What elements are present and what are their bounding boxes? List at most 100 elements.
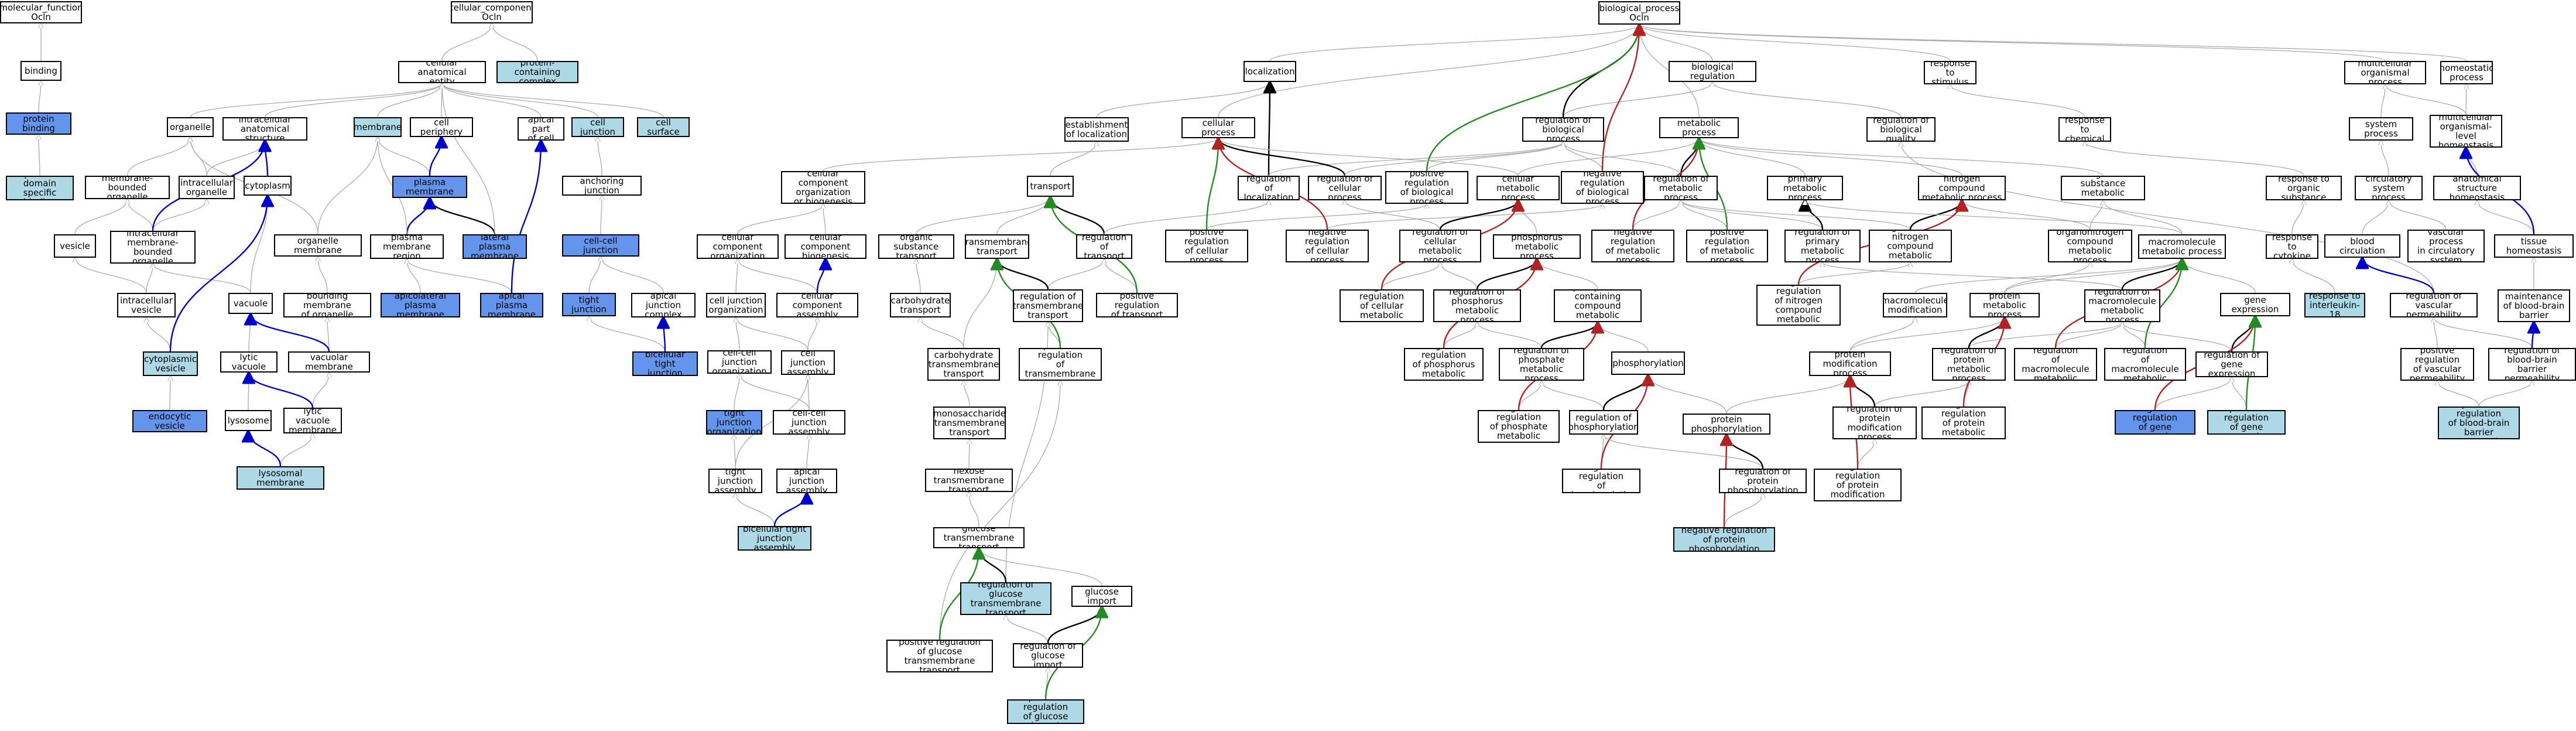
node-protbind[interactable]: protein binding xyxy=(6,112,71,135)
node-tja[interactable]: tight junction assembly xyxy=(708,469,762,493)
node-posreggeneexp[interactable]: positive regulation of gene expression xyxy=(2207,410,2286,435)
node-regprotphosph[interactable]: regulation of protein phosphorylation xyxy=(1719,469,1807,493)
node-regpmp[interactable]: regulation of primary metabolic process xyxy=(1784,230,1861,262)
node-posregtr[interactable]: positive regulation of transport xyxy=(1096,293,1178,317)
node-regprotmp[interactable]: regulation of protein metabolic process xyxy=(1932,348,2006,381)
node-mcoh[interactable]: multicellular organismal-level homeostas… xyxy=(2430,115,2502,148)
node-posregmp[interactable]: positive regulation of metabolic process xyxy=(1686,230,1768,262)
node-negregprotmp[interactable]: negative regulation of protein metabolic… xyxy=(1921,407,2006,439)
node-regloc[interactable]: regulation of localization xyxy=(1238,176,1300,200)
node-regncmp[interactable]: regulation of nitrogen compound metaboli… xyxy=(1869,230,1952,262)
node-btj[interactable]: bicellular tight junction xyxy=(632,351,698,376)
node-regvp[interactable]: regulation of vascular permeability xyxy=(2390,293,2478,317)
node-mmmod[interactable]: macromolecule modification xyxy=(1883,293,1947,317)
node-carbtmt[interactable]: carbohydrate transmembrane transport xyxy=(927,348,1000,381)
node-anchjunc[interactable]: anchoring junction xyxy=(562,176,642,196)
node-celljunc[interactable]: cell junction xyxy=(571,117,624,137)
node-osmp[interactable]: organic substance metabolic process xyxy=(2061,176,2145,200)
node-ost[interactable]: organic substance transport xyxy=(878,234,954,259)
node-mbbb[interactable]: maintenance of blood-brain barrier xyxy=(2498,289,2570,322)
node-regbp[interactable]: regulation of biological process xyxy=(1522,117,1604,142)
node-cmp[interactable]: cellular metabolic process xyxy=(1477,176,1560,200)
node-protphosph[interactable]: protein phosphorylation xyxy=(1683,414,1770,435)
node-negregcp[interactable]: negative regulation of cellular process xyxy=(1286,230,1369,262)
node-pmod[interactable]: protein modification process xyxy=(1809,351,1891,376)
node-apjcomplex[interactable]: apical junction complex xyxy=(631,293,696,317)
node-apicalpm[interactable]: apical plasma membrane xyxy=(480,293,543,317)
node-resil18[interactable]: response to interleukin-18 xyxy=(2304,293,2365,317)
node-regcp[interactable]: regulation of cellular process xyxy=(1308,176,1382,200)
node-tjo[interactable]: tight junction organization xyxy=(706,410,762,435)
node-posregglui[interactable]: positive regulation of glucose import xyxy=(1007,699,1084,724)
node-vpcs[interactable]: vascular process in circulatory system xyxy=(2407,230,2485,262)
node-cja[interactable]: cell junction assembly xyxy=(781,350,835,375)
node-negregprotphosph[interactable]: negative regulation of protein phosphory… xyxy=(1673,527,1775,552)
node-btja[interactable]: bicellular tight junction assembly xyxy=(738,526,811,551)
node-tmt[interactable]: transmembrane transport xyxy=(965,234,1029,259)
node-mstmt[interactable]: monosaccharide transmembrane transport xyxy=(933,407,1006,439)
node-rescyt[interactable]: response to cytokine xyxy=(2266,234,2318,259)
node-regcmp[interactable]: regulation of cellular metabolic process xyxy=(1399,230,1481,262)
node-reggeneexp[interactable]: regulation of gene expression xyxy=(2195,351,2268,377)
node-ccjunc[interactable]: cell-cell junction xyxy=(562,234,639,257)
node-regglutmt[interactable]: regulation of glucose transmembrane tran… xyxy=(960,582,1051,615)
node-cco[interactable]: cellular component organization xyxy=(697,234,779,259)
node-cjo[interactable]: cell junction organization xyxy=(706,293,766,317)
node-lysosome[interactable]: lysosome xyxy=(225,410,272,431)
node-regbbbp[interactable]: regulation of blood-brain barrier permea… xyxy=(2488,348,2576,381)
node-orgmem[interactable]: organelle membrane xyxy=(274,234,362,257)
node-vacuole[interactable]: vacuole xyxy=(228,293,273,314)
node-regphmp[interactable]: regulation of phosphorus metabolic proce… xyxy=(1433,289,1521,322)
node-vesicle[interactable]: vesicle xyxy=(54,234,96,258)
node-ccjo[interactable]: cell-cell junction organization xyxy=(707,350,772,374)
node-posregbp[interactable]: positive regulation of biological proces… xyxy=(1385,171,1468,204)
node-protmp[interactable]: protein metabolic process xyxy=(1969,293,2040,317)
node-pcc[interactable]: protein-containing complex xyxy=(496,61,578,83)
node-negregpmod[interactable]: negative regulation of protein modificat… xyxy=(1814,469,1902,501)
node-regbq[interactable]: regulation of biological quality xyxy=(1866,117,1936,142)
node-reschem[interactable]: response to chemical xyxy=(2058,117,2111,142)
node-negregphmp[interactable]: negative regulation of phosphorus metabo… xyxy=(1404,348,1484,381)
node-regpmod[interactable]: regulation of protein modification proce… xyxy=(1832,407,1917,439)
node-apicalpart[interactable]: apical part of cell xyxy=(518,117,564,141)
node-phosph[interactable]: phosphorylation xyxy=(1611,351,1685,375)
node-regphosph[interactable]: regulation of phosphorylation xyxy=(1569,410,1638,435)
node-regpcmp[interactable]: regulation of phosphate metabolic proces… xyxy=(1499,348,1584,381)
node-negregbp[interactable]: negative regulation of biological proces… xyxy=(1561,171,1644,204)
node-membrane[interactable]: membrane xyxy=(354,117,402,137)
node-mbo[interactable]: membrane-bounded organelle xyxy=(85,176,170,199)
node-ias[interactable]: intracellular anatomical structure xyxy=(222,117,307,141)
node-lvm[interactable]: lytic vacuole membrane xyxy=(283,408,342,433)
node-intves[interactable]: intracellular vesicle xyxy=(117,293,176,317)
node-regmmp[interactable]: regulation of macromolecule metabolic pr… xyxy=(2084,289,2160,322)
node-posregglutmt[interactable]: positive regulation of glucose transmemb… xyxy=(886,640,993,672)
node-estloc[interactable]: establishment of localization xyxy=(1064,117,1129,142)
node-tissueho[interactable]: tissue homeostasis xyxy=(2494,234,2574,258)
node-carbt[interactable]: carbohydrate transport xyxy=(890,293,951,317)
node-negreggeneexp[interactable]: negative regulation of gene expression xyxy=(2115,410,2195,435)
node-mmp[interactable]: macromolecule metabolic process xyxy=(2138,234,2226,259)
node-vacmem[interactable]: vacuolar membrane xyxy=(288,351,370,373)
node-cellsurf[interactable]: cell surface xyxy=(637,117,690,137)
node-posregbbbp[interactable]: positive regulation of blood-brain barri… xyxy=(2438,407,2520,439)
node-bp[interactable]: biological_process Ocln xyxy=(1598,1,1680,25)
node-regtmt[interactable]: regulation of transmembrane transport xyxy=(1013,289,1083,322)
node-ccob[interactable]: cellular component organization or bioge… xyxy=(781,171,865,204)
node-regglui[interactable]: regulation of glucose import xyxy=(1013,643,1083,668)
node-plasmamem[interactable]: plasma membrane xyxy=(392,176,467,198)
node-negregpcmp[interactable]: negative regulation of phosphate metabol… xyxy=(1478,410,1560,443)
node-htmt[interactable]: hexose transmembrane transport xyxy=(925,469,1013,492)
node-mcop[interactable]: multicellular organismal process xyxy=(2344,61,2426,84)
node-organelle[interactable]: organelle xyxy=(167,117,214,137)
node-boundmem[interactable]: bounding membrane of organelle xyxy=(283,293,371,317)
node-apilatpm[interactable]: apicolateral plasma membrane xyxy=(381,293,460,317)
node-lyticvac[interactable]: lytic vacuole xyxy=(220,351,278,373)
node-gimport[interactable]: glucose import xyxy=(1071,586,1132,607)
node-imbo[interactable]: intracellular membrane-bounded organelle xyxy=(110,231,196,264)
node-cellproc[interactable]: cellular process xyxy=(1181,117,1255,138)
node-resorg[interactable]: response to organic substance xyxy=(2266,176,2342,200)
node-posregmmp[interactable]: positive regulation of macromolecule met… xyxy=(2104,348,2186,381)
node-regtr[interactable]: regulation of transport xyxy=(1076,234,1132,259)
node-pmp[interactable]: primary metabolic process xyxy=(1767,176,1843,200)
node-pdbind[interactable]: protein domain specific binding xyxy=(6,176,74,200)
